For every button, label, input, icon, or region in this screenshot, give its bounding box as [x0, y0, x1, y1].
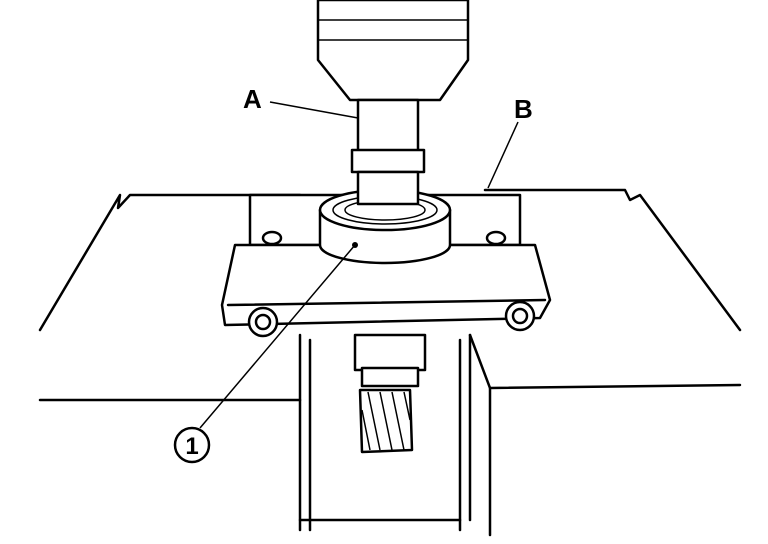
bolt-left [247, 306, 279, 338]
press-table [38, 188, 742, 537]
callout-1: 1 [173, 242, 358, 464]
svg-text:B: B [514, 94, 533, 124]
bolt-right [504, 300, 536, 332]
press-tool [316, 0, 470, 206]
label-a: A [243, 84, 359, 119]
gear-shaft [353, 333, 427, 454]
svg-text:A: A [243, 84, 262, 114]
label-b: B [487, 94, 533, 189]
svg-text:1: 1 [185, 433, 198, 460]
